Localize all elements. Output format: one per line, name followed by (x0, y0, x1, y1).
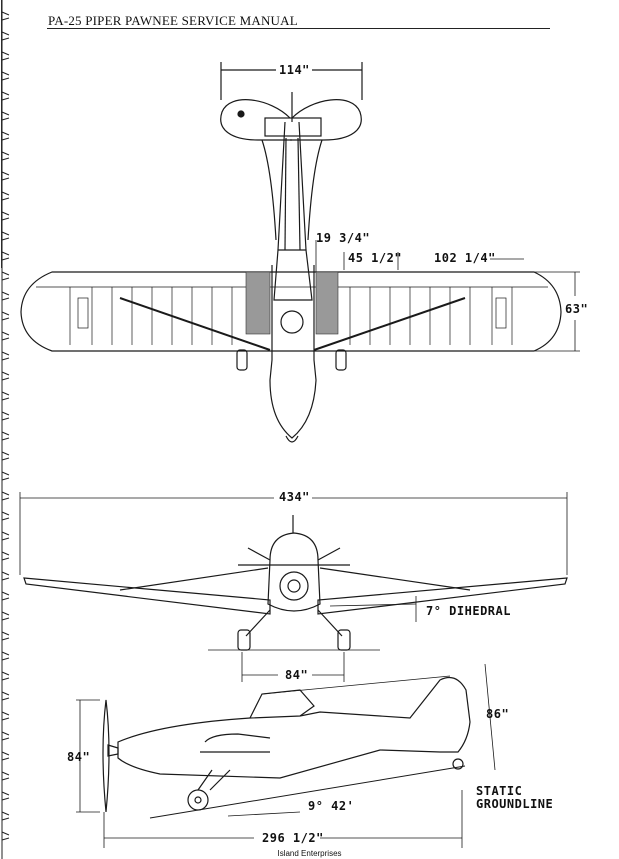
binding-ring (1, 531, 10, 541)
binding-ring (1, 171, 10, 181)
binding-ring (1, 591, 10, 601)
side-view (76, 663, 496, 848)
binding-ring (1, 111, 10, 121)
static-label: STATIC (476, 784, 523, 798)
binding-ring (1, 791, 10, 801)
binding-ring (1, 291, 10, 301)
spiral-binding: (function(){ var svgNS="http://www.w3.or… (1, 0, 10, 859)
binding-ring (1, 371, 10, 381)
overall-length-label: 296 1/2" (262, 831, 324, 845)
binding-ring (1, 431, 10, 441)
binding-ring (1, 731, 10, 741)
binding-ring (1, 671, 10, 681)
front-view (19, 492, 568, 682)
prop-diameter-label: 84" (67, 750, 91, 764)
binding-ring (1, 11, 10, 21)
dihedral-label: 7° DIHEDRAL (426, 604, 511, 618)
binding-ring (1, 771, 10, 781)
groundline-label: GROUNDLINE (476, 797, 554, 811)
binding-ring (1, 811, 10, 821)
binding-ring (1, 71, 10, 81)
binding-ring (1, 51, 10, 61)
binding-ring (1, 391, 10, 401)
binding-ring (1, 651, 10, 661)
dimension-102-1-4-label: 102 1/4" (434, 251, 496, 265)
dimension-19-3-4-label: 19 3/4" (316, 231, 371, 245)
binding-ring (1, 351, 10, 361)
binding-ring (1, 331, 10, 341)
binding-ring (1, 711, 10, 721)
header-rule (47, 28, 550, 29)
wing-chord-label: 63" (565, 302, 589, 316)
binding-ring (1, 131, 10, 141)
binding-ring (1, 271, 10, 281)
binding-ring (1, 571, 10, 581)
binding-ring (1, 631, 10, 641)
binding-ring (1, 471, 10, 481)
binding-ring (1, 551, 10, 561)
binding-ring (1, 91, 10, 101)
binding-ring (1, 231, 10, 241)
binding-ring (1, 451, 10, 461)
binding-ring (1, 191, 10, 201)
tail-span-label: 114" (279, 63, 310, 77)
binding-ring (1, 831, 10, 841)
binding-ring (1, 691, 10, 701)
binding-ring (1, 251, 10, 261)
binding-ring (1, 311, 10, 321)
top-view (20, 62, 580, 443)
page-header-title: PA-25 PIPER PAWNEE SERVICE MANUAL (48, 13, 298, 28)
binding-ring (1, 751, 10, 761)
dimension-45-1-2-label: 45 1/2" (348, 251, 403, 265)
ground-angle-label: 9° 42' (308, 799, 355, 813)
binding-ring (1, 491, 10, 501)
binding-ring (1, 611, 10, 621)
binding-ring (1, 211, 10, 221)
gear-track-label: 84" (285, 668, 309, 682)
footer-credit: Island Enterprises (277, 849, 342, 858)
tail-height-label: 86" (486, 707, 510, 721)
binding-ring (1, 151, 10, 161)
binding-ring (1, 411, 10, 421)
binding-ring (1, 31, 10, 41)
wing-span-label: 434" (279, 490, 310, 504)
binding-ring (1, 511, 10, 521)
